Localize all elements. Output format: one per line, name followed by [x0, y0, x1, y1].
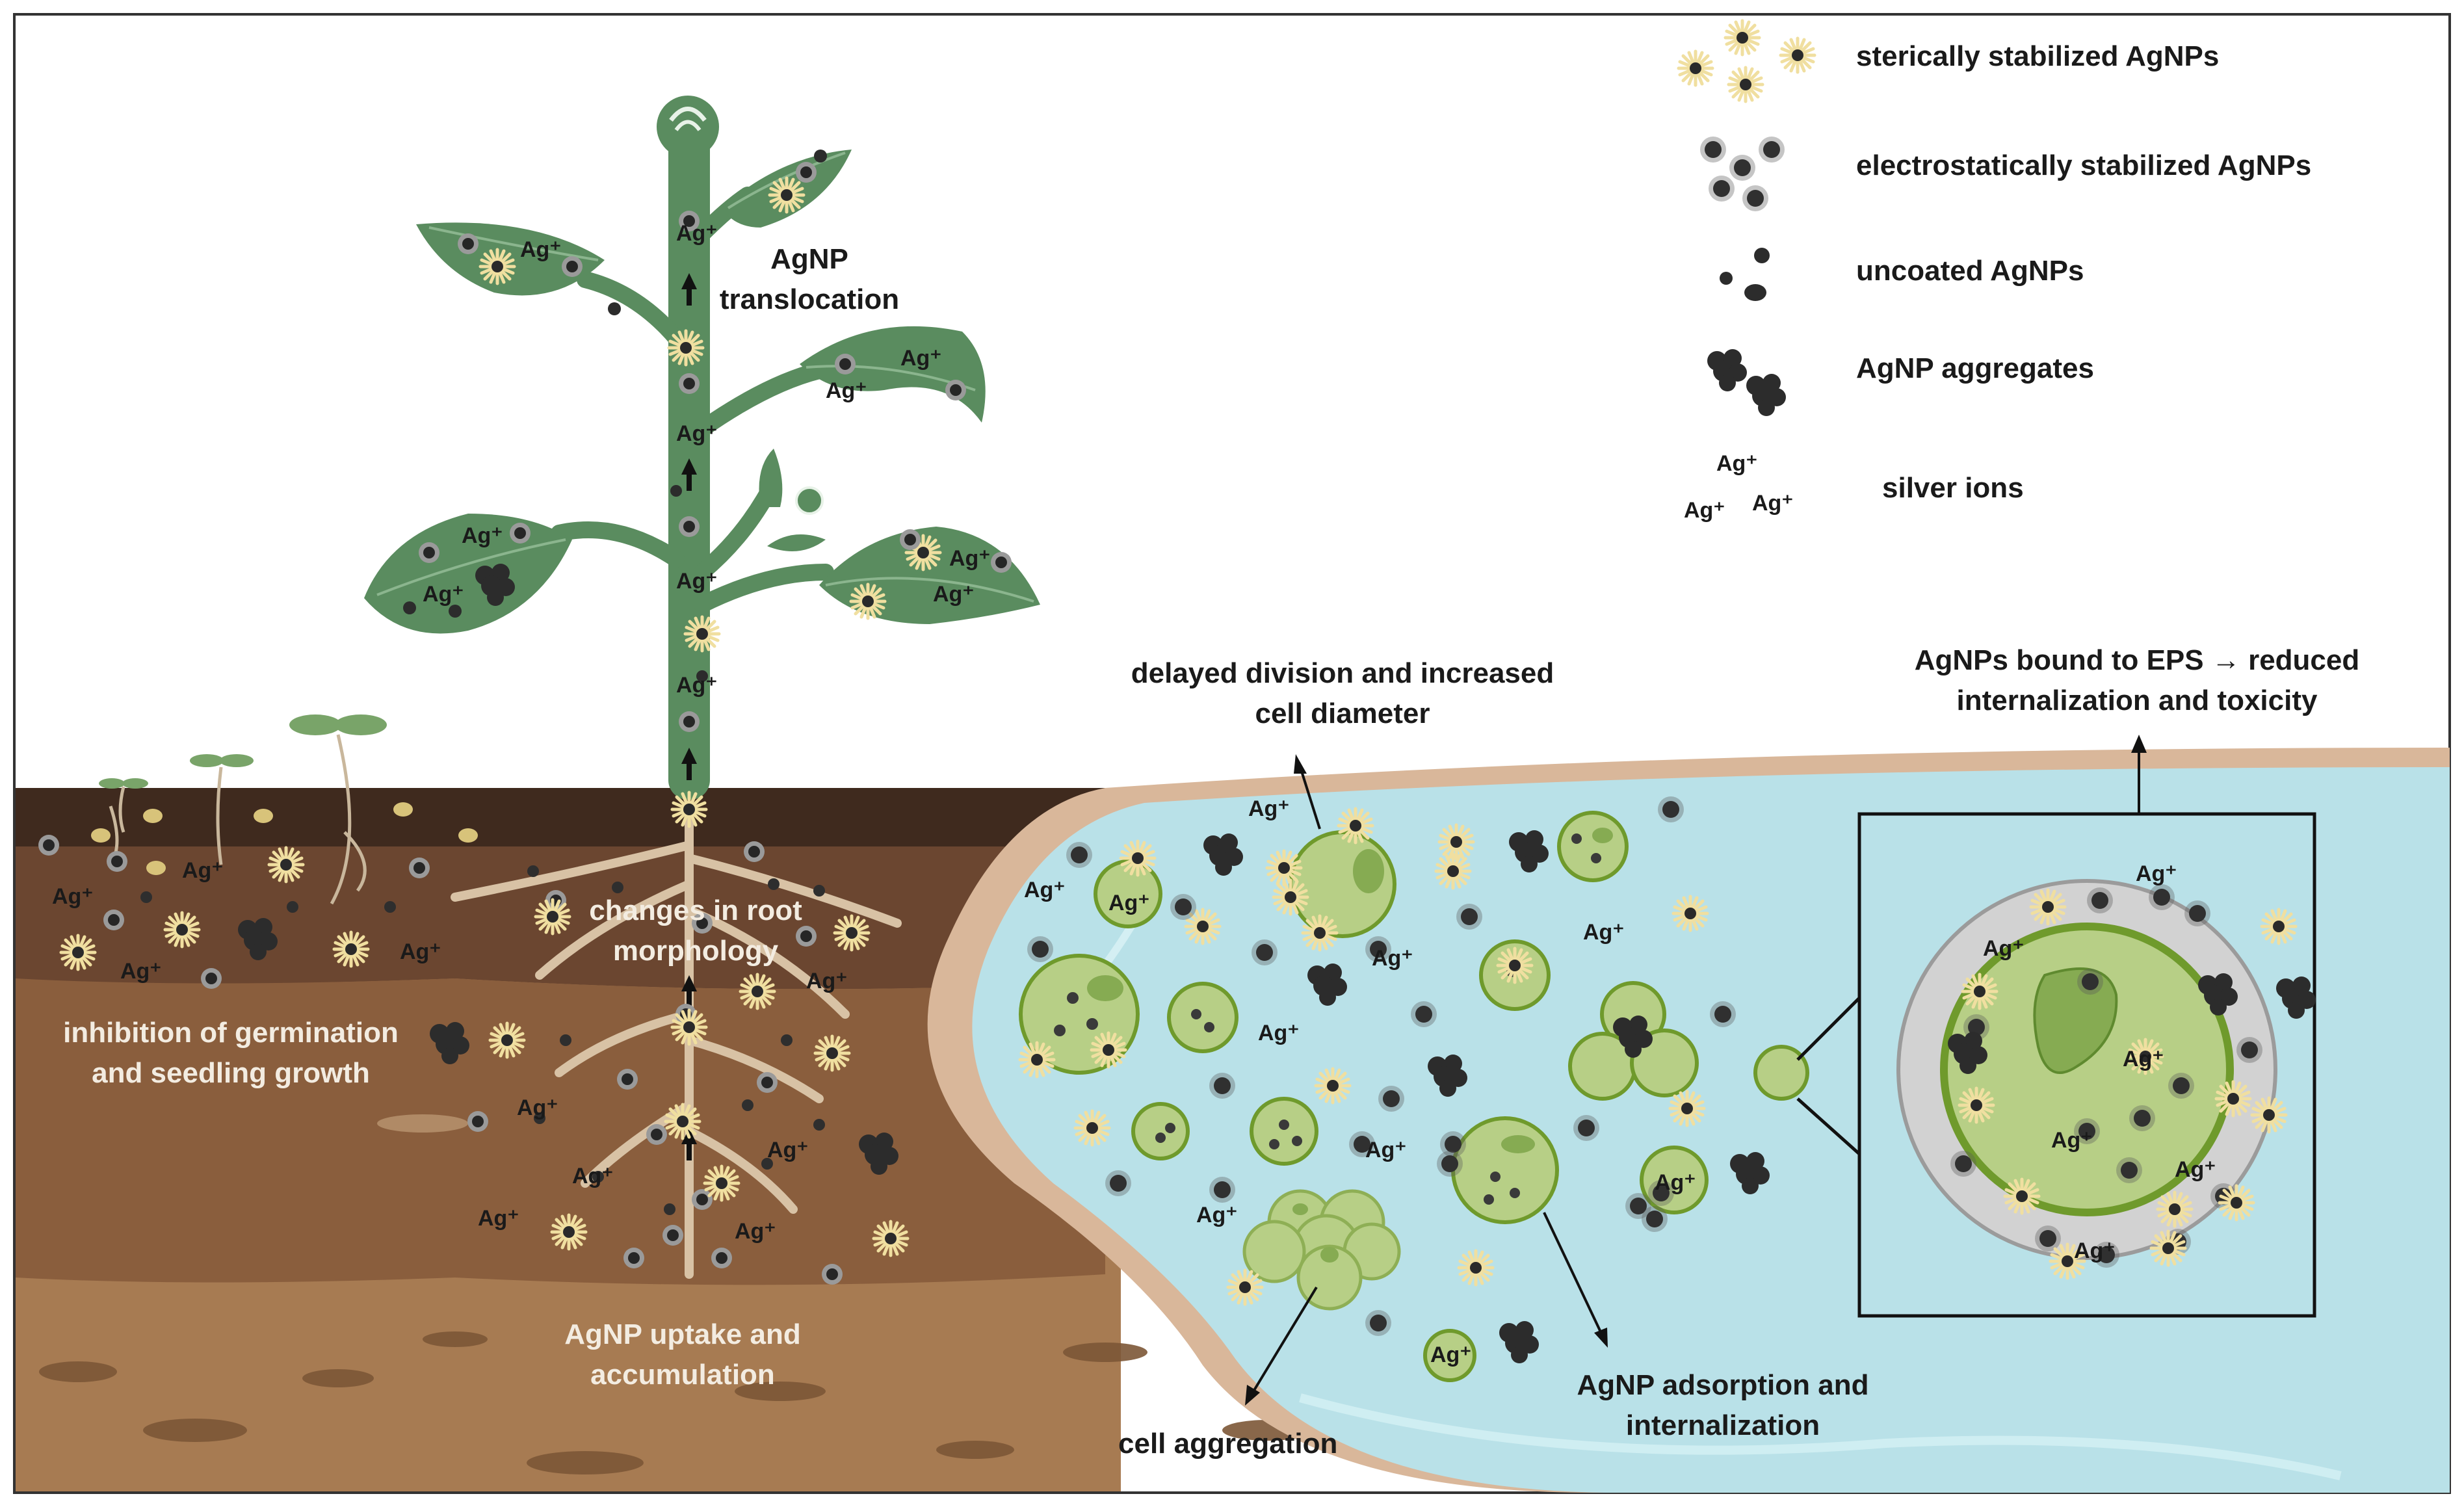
aggregation-label: cell aggregation — [1118, 1428, 1338, 1460]
svg-text:Ag⁺: Ag⁺ — [182, 858, 223, 883]
svg-text:Ag⁺: Ag⁺ — [949, 546, 990, 571]
svg-text:Ag⁺: Ag⁺ — [52, 884, 93, 909]
svg-text:Ag⁺: Ag⁺ — [1365, 1138, 1406, 1162]
svg-text:Ag⁺: Ag⁺ — [1372, 946, 1413, 971]
uptake-label: AgNP uptake and accumulation — [564, 1318, 801, 1391]
adsorption-label: AgNP adsorption and internalization — [1577, 1369, 1869, 1441]
svg-text:Ag⁺: Ag⁺ — [1655, 1170, 1696, 1195]
annotation-arrows — [1245, 735, 2147, 1406]
svg-text:Ag⁺: Ag⁺ — [1024, 878, 1065, 902]
legend-symbols: Ag⁺ Ag⁺ Ag⁺ — [1679, 21, 1815, 523]
svg-text:Ag⁺: Ag⁺ — [1983, 936, 2024, 961]
soil-particles — [38, 835, 908, 1285]
svg-text:Ag⁺: Ag⁺ — [400, 939, 441, 964]
svg-text:Ag⁺: Ag⁺ — [120, 959, 161, 984]
svg-text:Ag⁺: Ag⁺ — [735, 1219, 776, 1244]
svg-text:Ag⁺: Ag⁺ — [676, 421, 717, 446]
svg-text:Ag⁺: Ag⁺ — [517, 1095, 558, 1120]
svg-text:Ag⁺: Ag⁺ — [2074, 1238, 2115, 1263]
svg-text:Ag⁺: Ag⁺ — [1108, 891, 1149, 915]
plant-particles — [403, 150, 1012, 826]
root-morphology-label: changes in root morphology — [589, 895, 802, 967]
svg-text:Ag⁺: Ag⁺ — [423, 582, 464, 607]
svg-text:Ag⁺: Ag⁺ — [2051, 1128, 2092, 1153]
svg-text:Ag⁺: Ag⁺ — [1752, 491, 1793, 516]
eps-label: AgNPs bound to EPS → reduced internaliza… — [1914, 644, 2360, 716]
legend-electro-label: electrostatically stabilized AgNPs — [1856, 150, 2312, 181]
svg-text:Ag⁺: Ag⁺ — [2136, 861, 2177, 886]
legend-uncoated-label: uncoated AgNPs — [1856, 255, 2084, 287]
svg-text:Ag⁺: Ag⁺ — [1196, 1203, 1237, 1227]
svg-text:Ag⁺: Ag⁺ — [1716, 451, 1757, 476]
seedling-leaves — [99, 714, 387, 789]
svg-text:Ag⁺: Ag⁺ — [520, 237, 561, 262]
svg-text:Ag⁺: Ag⁺ — [1258, 1021, 1299, 1045]
svg-text:Ag⁺: Ag⁺ — [462, 523, 503, 548]
svg-text:Ag⁺: Ag⁺ — [2175, 1157, 2216, 1182]
svg-text:Ag⁺: Ag⁺ — [1430, 1343, 1471, 1367]
svg-text:Ag⁺: Ag⁺ — [676, 673, 717, 698]
germination-label: inhibition of germination and seedling g… — [63, 1017, 399, 1089]
legend-ion-symbol: Ag⁺ Ag⁺ Ag⁺ — [1684, 451, 1793, 523]
svg-text:Ag⁺: Ag⁺ — [676, 221, 717, 246]
seeds — [91, 802, 478, 875]
legend-aggregate-label: AgNP aggregates — [1856, 352, 2094, 384]
svg-text:Ag⁺: Ag⁺ — [1248, 796, 1289, 821]
water-cells — [1020, 796, 1809, 1382]
silver-ion-symbols: Ag⁺ Ag⁺ Ag⁺ Ag⁺ Ag⁺ Ag⁺ Ag⁺ Ag⁺ Ag⁺ Ag⁺ … — [52, 221, 2216, 1367]
svg-text:Ag⁺: Ag⁺ — [2123, 1047, 2164, 1071]
svg-text:Ag⁺: Ag⁺ — [676, 569, 717, 594]
zoom-callout — [1796, 812, 2316, 1318]
svg-text:Ag⁺: Ag⁺ — [826, 378, 867, 403]
legend-ion-label: silver ions — [1882, 472, 2024, 504]
svg-text:Ag⁺: Ag⁺ — [806, 969, 847, 993]
svg-text:Ag⁺: Ag⁺ — [900, 346, 941, 371]
legend-steric-label: sterically stabilized AgNPs — [1856, 40, 2220, 72]
svg-text:Ag⁺: Ag⁺ — [933, 582, 974, 607]
svg-text:Ag⁺: Ag⁺ — [1583, 920, 1624, 945]
plant — [364, 96, 1040, 1279]
svg-text:Ag⁺: Ag⁺ — [1684, 498, 1725, 523]
division-label: delayed division and increased cell diam… — [1131, 657, 1554, 729]
legend-uncoated-symbol — [1720, 248, 1770, 301]
svg-text:Ag⁺: Ag⁺ — [767, 1138, 808, 1162]
translocation-label: AgNP translocation — [719, 243, 900, 315]
svg-text:Ag⁺: Ag⁺ — [478, 1206, 519, 1231]
svg-text:Ag⁺: Ag⁺ — [572, 1164, 613, 1188]
